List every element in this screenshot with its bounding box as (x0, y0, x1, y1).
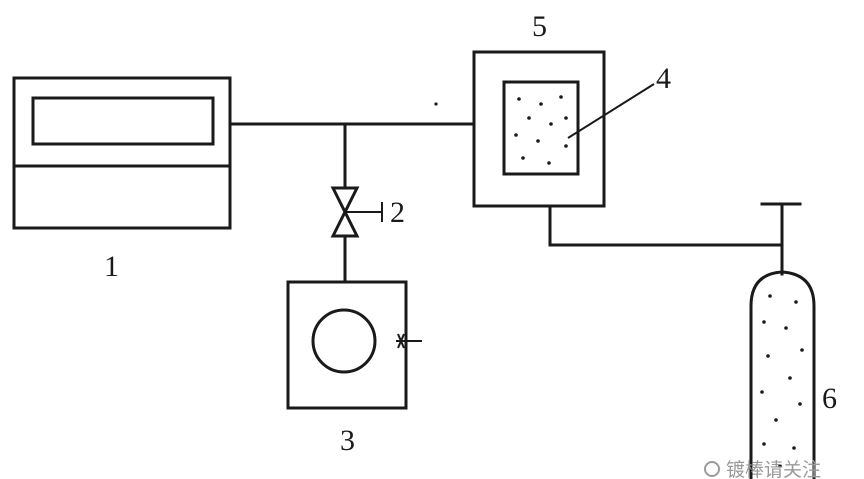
outer-chamber-5 (472, 50, 606, 208)
label-4: 4 (656, 62, 671, 95)
label-5: 5 (532, 10, 547, 43)
valve-2 (330, 186, 383, 238)
watermark-icon (704, 461, 720, 477)
label-1: 1 (104, 250, 119, 283)
label-3: 3 (340, 424, 355, 457)
stray-dot (434, 102, 438, 106)
pump-3 (286, 280, 422, 410)
instrument-1 (12, 76, 232, 230)
sample-cell-body (502, 80, 580, 176)
sample-cell-4 (502, 80, 580, 176)
instrument-body (12, 76, 232, 230)
pump-body (286, 280, 408, 410)
sample-particles (514, 95, 568, 165)
label-6: 6 (822, 382, 837, 415)
valve-lower-triangle (330, 208, 360, 238)
valve-upper-triangle (330, 186, 360, 216)
pump-rotor (311, 308, 377, 374)
leader-line-4 (567, 83, 655, 139)
gas-pipe (548, 204, 784, 247)
cylinder-particles (760, 294, 804, 468)
watermark: 镀棒请关注 (704, 459, 821, 479)
gas-cylinder-6 (749, 270, 816, 479)
watermark-text: 镀棒请关注 (726, 459, 821, 479)
instrument-display (31, 96, 215, 146)
cylinder-body (749, 270, 816, 479)
label-2: 2 (390, 196, 405, 229)
pump-outlet-mark-b (397, 333, 405, 349)
